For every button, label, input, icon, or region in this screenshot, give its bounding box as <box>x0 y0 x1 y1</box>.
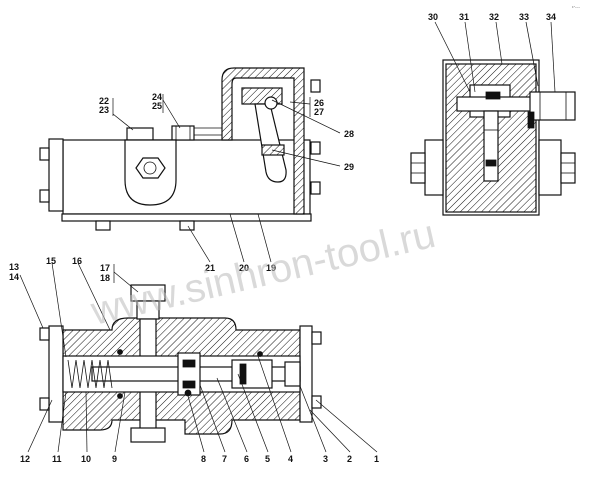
callout-11: 11 <box>52 454 62 464</box>
callout-12: 12 <box>20 454 30 464</box>
callout-28: 28 <box>344 129 354 139</box>
callout-17: 17 <box>100 263 110 273</box>
section-view <box>39 284 322 443</box>
callout-19: 19 <box>266 263 276 273</box>
callout-34: 34 <box>546 12 556 22</box>
callout-1: 1 <box>374 454 379 464</box>
callout-27: 27 <box>314 107 324 117</box>
callout-7: 7 <box>222 454 227 464</box>
callout-6: 6 <box>244 454 249 464</box>
callout-21: 21 <box>205 263 215 273</box>
callout-16: 16 <box>72 256 82 266</box>
callout-24: 24 <box>152 92 162 102</box>
callout-25: 25 <box>152 101 162 111</box>
callout-labels: 22 23 24 25 26 27 28 29 21 20 19 30 31 3… <box>9 12 556 464</box>
callout-22: 22 <box>99 96 109 106</box>
callout-31: 31 <box>459 12 469 22</box>
callout-4: 4 <box>288 454 293 464</box>
callout-18: 18 <box>100 273 110 283</box>
callout-10: 10 <box>81 454 91 464</box>
callout-26: 26 <box>314 98 324 108</box>
callout-3: 3 <box>323 454 328 464</box>
callout-30: 30 <box>428 12 438 22</box>
callout-33: 33 <box>519 12 529 22</box>
callout-8: 8 <box>201 454 206 464</box>
corner-mark: 1*~~~ <box>572 5 580 9</box>
callout-5: 5 <box>265 454 270 464</box>
callout-2: 2 <box>347 454 352 464</box>
callout-9: 9 <box>112 454 117 464</box>
callout-14: 14 <box>9 272 19 282</box>
callout-29: 29 <box>344 162 354 172</box>
callout-32: 32 <box>489 12 499 22</box>
callout-15: 15 <box>46 256 56 266</box>
end-view <box>410 59 576 216</box>
callout-13: 13 <box>9 262 19 272</box>
callout-20: 20 <box>239 263 249 273</box>
side-view <box>39 67 321 231</box>
leader-lines <box>19 21 556 453</box>
callout-23: 23 <box>99 105 109 115</box>
